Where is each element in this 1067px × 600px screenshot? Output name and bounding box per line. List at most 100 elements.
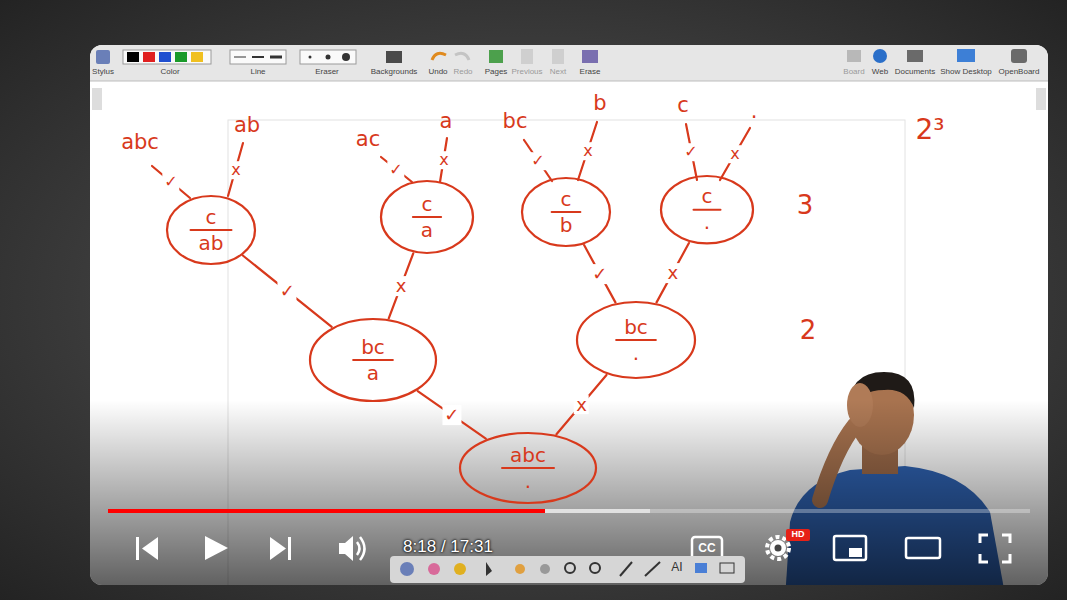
remaining-input: c	[422, 194, 433, 215]
tool-icon	[590, 563, 600, 573]
toolbar-label: Line	[250, 68, 265, 77]
leaf-branch	[720, 128, 750, 180]
quality-badge: HD	[792, 530, 805, 540]
line-width-icon	[270, 56, 282, 59]
tool-icon	[400, 562, 414, 576]
chosen-output: .	[633, 343, 639, 364]
chosen-output: ab	[199, 233, 224, 254]
fraction-line	[552, 211, 581, 213]
node-circle	[522, 178, 610, 246]
toolbar-label: Web	[872, 68, 888, 77]
tool-icon	[486, 562, 492, 576]
toolbar-label: Board	[843, 68, 864, 77]
remaining-input: c	[702, 186, 713, 207]
branch-line	[657, 243, 689, 302]
level-count: 2³	[915, 115, 944, 146]
branch-mark: ✓	[590, 264, 609, 284]
erase-icon	[582, 50, 598, 63]
line-box	[230, 50, 286, 64]
progress-track	[108, 509, 1030, 513]
redo-icon	[455, 53, 469, 60]
stylus-icon	[96, 50, 110, 64]
board-icon	[847, 50, 861, 62]
leaf-subset: .	[751, 100, 758, 123]
color-swatch	[159, 52, 171, 62]
settings-button	[775, 545, 782, 552]
undo-icon	[432, 53, 446, 60]
branch-mark: ✓	[442, 405, 461, 425]
leaf-branch	[152, 166, 190, 198]
tool-icon	[695, 563, 707, 573]
color-swatch	[191, 52, 203, 62]
volume-wave	[357, 542, 360, 555]
fraction-line	[616, 339, 656, 341]
previous-icon	[521, 49, 533, 64]
backgrounds-icon	[386, 51, 402, 63]
chosen-output: .	[704, 212, 710, 233]
toolbar-label: Documents	[895, 68, 935, 77]
theater-button	[906, 538, 940, 558]
leaf-subset: bc	[503, 110, 528, 133]
color-swatch	[127, 52, 139, 62]
volume-button	[339, 536, 353, 561]
node-outline	[308, 317, 438, 403]
node-circle	[310, 319, 436, 401]
controls-shade	[90, 400, 1048, 585]
side-handle	[1036, 88, 1046, 110]
recursion-node: ca	[379, 179, 475, 255]
leaf-subset: c	[677, 94, 689, 117]
branch-mark: x	[437, 151, 450, 169]
next-button	[288, 537, 291, 560]
tool-icon	[454, 563, 466, 575]
toolbar-label: Color	[160, 68, 179, 77]
leaf-branch	[578, 122, 597, 180]
recursion-node: bca	[308, 317, 438, 403]
branch-mark: x	[574, 395, 589, 415]
node-outline	[659, 174, 755, 245]
branch-mark: ✓	[162, 173, 179, 191]
pages-icon	[489, 50, 503, 63]
branch-mark: ✓	[682, 143, 699, 161]
branch-mark: ✓	[387, 161, 404, 179]
toolbar-label: Stylus	[92, 68, 114, 77]
whiteboard	[90, 45, 1048, 585]
hd-badge	[786, 529, 810, 541]
chosen-output: b	[560, 215, 573, 236]
recursion-node: cb	[520, 176, 612, 248]
node-circle	[577, 302, 695, 378]
progress-played	[108, 509, 545, 513]
tool-icon	[515, 564, 525, 574]
toolbar-label: Show Desktop	[940, 68, 992, 77]
next-icon	[552, 49, 564, 64]
branch-line	[389, 253, 414, 318]
text-tool-icon: AI	[671, 561, 682, 574]
level-number: 2	[800, 316, 817, 345]
toolbar-label: Backgrounds	[371, 68, 418, 77]
level-number: 3	[797, 191, 814, 220]
tool-icon	[720, 563, 734, 573]
node-outline	[379, 179, 475, 255]
settings-button	[770, 540, 786, 556]
toolbar-label: Redo	[453, 68, 472, 77]
remaining-input: bc	[624, 317, 648, 338]
leaf-subset: ab	[234, 114, 260, 137]
eraser-size-icon	[326, 55, 331, 60]
branch-mark: x	[728, 145, 741, 163]
fullscreen-button	[980, 535, 1010, 562]
settings-button	[767, 537, 789, 559]
side-handle	[92, 88, 102, 110]
tool-icon	[620, 562, 632, 576]
color-swatch	[175, 52, 187, 62]
branch-mark: x	[394, 276, 409, 296]
video-content	[90, 45, 1048, 585]
previous-button	[136, 537, 139, 560]
fraction-line	[694, 209, 721, 211]
eraser-size-icon	[342, 53, 350, 61]
branch-mark: x	[665, 263, 680, 283]
miniplayer-button	[834, 536, 866, 560]
recursion-node: bc.	[575, 300, 697, 380]
toolbar-label: Eraser	[315, 68, 339, 77]
line-width-icon	[252, 56, 264, 58]
remaining-input: bc	[361, 337, 385, 358]
